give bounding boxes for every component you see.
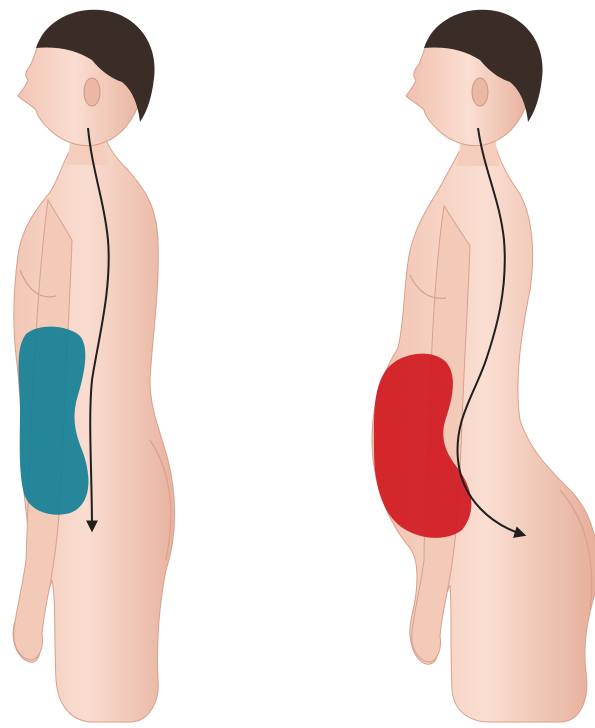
figure-normal [13, 10, 174, 722]
ear-obese [472, 78, 488, 106]
figure-obese [372, 10, 595, 722]
ear-normal [84, 78, 100, 106]
